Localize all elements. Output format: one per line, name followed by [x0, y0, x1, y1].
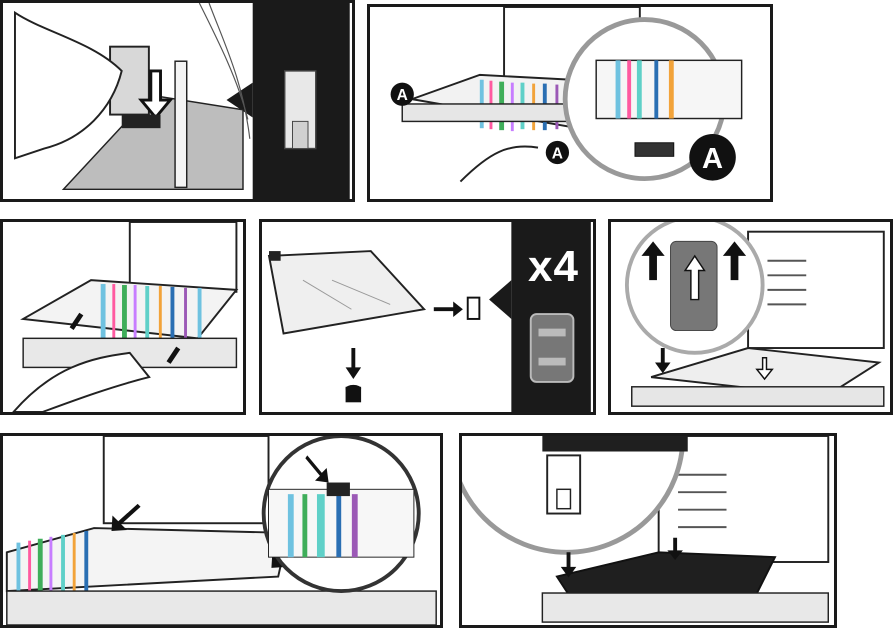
step-4-panel: x4 — [259, 219, 596, 415]
clip-slot — [327, 483, 350, 497]
oven-cavity — [130, 222, 237, 292]
glass-edge — [542, 436, 687, 452]
step-6-panel — [0, 433, 443, 628]
step-5-panel — [608, 219, 893, 415]
door-frame — [542, 593, 828, 622]
support-clip-large — [531, 314, 574, 382]
svg-text:A: A — [397, 87, 408, 104]
support-clip-small — [468, 298, 480, 319]
step-2-panel: A A A — [367, 4, 773, 202]
door-glass — [7, 528, 288, 591]
step-1-panel — [0, 0, 355, 202]
glass-panel — [269, 251, 424, 333]
step-6-illustration — [3, 436, 440, 625]
support-clip-top — [269, 251, 281, 261]
callout-pointer — [489, 280, 511, 319]
door-frame — [7, 591, 436, 625]
clip-tab — [635, 143, 674, 157]
arrow-down-icon — [346, 348, 362, 379]
step-2-illustration: A A A — [370, 7, 770, 199]
step-5-illustration — [611, 222, 890, 412]
oven-cavity — [104, 436, 269, 523]
step-7-panel — [459, 433, 837, 628]
oven-frame — [175, 61, 187, 187]
door-glass-dark — [557, 552, 775, 599]
step-1-illustration — [3, 3, 352, 199]
step-7-illustration — [462, 436, 834, 625]
door-frame — [632, 387, 884, 406]
step-3-illustration — [3, 222, 243, 412]
hand-icon — [15, 13, 122, 159]
quantity-multiplier: x4 — [528, 242, 579, 292]
step-3-panel — [0, 219, 246, 415]
arrow-down-icon — [655, 348, 671, 373]
door-glass — [23, 280, 236, 338]
hand-icon — [460, 146, 538, 181]
arrow-right-icon — [434, 301, 463, 317]
svg-text:A: A — [702, 143, 723, 175]
oven-cavity — [659, 436, 829, 562]
clip-slot — [122, 115, 161, 129]
svg-text:A: A — [552, 145, 563, 162]
